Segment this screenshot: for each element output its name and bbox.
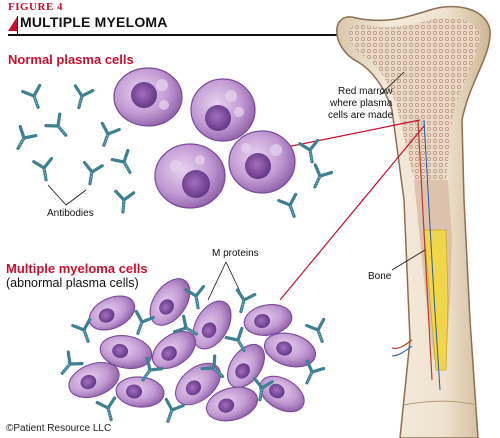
- myeloma-cell: [68, 361, 120, 399]
- normal-cell: [154, 143, 226, 209]
- red-marrow-label-line3: cells are made: [328, 110, 394, 121]
- red-marrow-label-line2: where plasma: [330, 98, 393, 109]
- figure-title: MULTIPLE MYELOMA: [20, 14, 168, 30]
- antibodies-label: Antibodies: [47, 208, 94, 219]
- title-accent-bar: [17, 16, 18, 34]
- myeloma-cell: [263, 332, 317, 368]
- leader-line-red-marrow: [379, 71, 405, 96]
- myeloma-cell: [115, 376, 165, 408]
- myeloma-cell: [88, 295, 136, 331]
- m-proteins-label: M proteins: [212, 248, 259, 259]
- myeloma-cell: [151, 330, 197, 370]
- myeloma-cell: [175, 362, 221, 406]
- femur-bone: [336, 5, 491, 438]
- myeloma-cells: [68, 278, 317, 422]
- leader-line-bone: [391, 249, 426, 271]
- leader-line-antibodies-1: [47, 184, 67, 206]
- leader-line-antibodies-2: [65, 189, 87, 206]
- title-underline: [8, 34, 343, 36]
- myeloma-cell: [149, 278, 191, 326]
- myeloma-cell: [259, 375, 305, 413]
- myeloma-cell: [226, 343, 266, 389]
- copyright-notice: ©Patient Resource LLC: [6, 423, 112, 434]
- red-marrow-label-line1: Red marrow: [338, 86, 393, 97]
- normal-plasma-cells: [113, 67, 296, 209]
- myeloma-cell: [205, 386, 259, 422]
- myeloma-cell: [99, 335, 153, 369]
- leader-line-myeloma: [279, 125, 425, 301]
- normal-cell: [113, 67, 183, 127]
- leader-line-normal: [281, 119, 421, 149]
- leader-line-mproteins-1: [207, 261, 227, 301]
- title-accent-triangle: [8, 17, 17, 31]
- myeloma-cells-heading: Multiple myeloma cells: [6, 261, 148, 276]
- myeloma-cell: [243, 304, 293, 336]
- myeloma-cell: [192, 300, 232, 350]
- myeloma-cells-subheading: (abnormal plasma cells): [6, 276, 139, 290]
- normal-cell: [228, 130, 296, 194]
- bone-label: Bone: [368, 271, 392, 282]
- normal-cell: [190, 78, 256, 142]
- figure-number: FIGURE 4: [8, 1, 64, 13]
- normal-cells-heading: Normal plasma cells: [8, 52, 134, 67]
